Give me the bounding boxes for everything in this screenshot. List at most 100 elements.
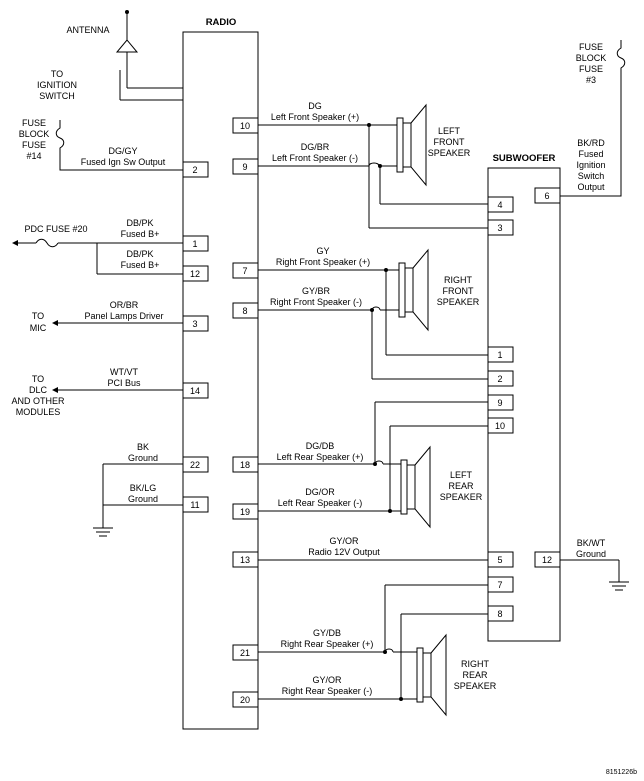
wire-bk-wt-label: BK/WT Ground [576,538,606,559]
svg-text:12: 12 [542,555,552,565]
right-rear-wires [258,584,488,701]
svg-text:5: 5 [497,555,502,565]
svg-text:Fused: Fused [578,149,603,159]
to-dlc-label: TO DLC AND OTHER MODULES [11,374,65,417]
radio-pin-12: 12 [182,265,209,282]
svg-text:3: 3 [192,319,197,329]
svg-text:BK: BK [137,442,149,452]
svg-text:RIGHT: RIGHT [461,659,490,669]
wire-bk-rd-label: BK/RD Fused Ignition Switch Output [576,138,605,192]
svg-text:GY/OR: GY/OR [312,675,342,685]
sub-pin-4: 4 [487,196,514,213]
left-front-speaker-icon [396,103,427,187]
sub-pin-5: 5 [487,551,514,568]
svg-text:LEFT: LEFT [450,470,473,480]
radio-pin-2: 2 [182,161,209,178]
svg-text:DG/BR: DG/BR [301,142,330,152]
svg-text:2: 2 [497,374,502,384]
sub-pin-8: 8 [487,605,514,622]
svg-text:FUSE: FUSE [22,140,46,150]
svg-text:MODULES: MODULES [16,407,61,417]
svg-text:DG: DG [308,101,322,111]
svg-text:BK/LG: BK/LG [130,483,157,493]
svg-text:#14: #14 [26,151,41,161]
svg-text:WT/VT: WT/VT [110,367,138,377]
svg-text:7: 7 [242,266,247,276]
fuse-3-icon [560,40,626,197]
svg-text:7: 7 [497,580,502,590]
svg-text:FUSE: FUSE [22,118,46,128]
svg-text:9: 9 [497,398,502,408]
svg-text:DLC: DLC [29,385,48,395]
wire-gy-label: GY Right Front Speaker (+) [276,246,370,267]
svg-text:22: 22 [190,460,200,470]
svg-text:GY/DB: GY/DB [313,628,341,638]
svg-text:DG/OR: DG/OR [305,487,335,497]
svg-text:20: 20 [240,695,250,705]
svg-text:19: 19 [240,507,250,517]
svg-text:8: 8 [242,306,247,316]
svg-text:OR/BR: OR/BR [110,300,139,310]
ground-wires [102,463,183,528]
svg-text:GY: GY [316,246,329,256]
svg-text:RIGHT: RIGHT [444,275,473,285]
radio-pin-19: 19 [232,503,259,520]
radio-pin-11: 11 [182,496,209,513]
right-rear-speaker-label: RIGHT REAR SPEAKER [454,659,497,691]
sub-pin-1: 1 [487,346,514,363]
svg-text:13: 13 [240,555,250,565]
antenna-icon [115,10,183,89]
sub-pin-10: 10 [487,417,514,434]
wire-db-pk-1-label: DB/PK Fused B+ [121,218,160,239]
sub-pin-12: 12 [534,551,561,568]
radio-pin-20: 20 [232,691,259,708]
radio-pin-8: 8 [232,302,259,319]
svg-text:DB/PK: DB/PK [126,218,153,228]
svg-text:Ground: Ground [128,453,158,463]
svg-text:DB/PK: DB/PK [126,249,153,259]
pdc-fuse-label: PDC FUSE #20 [24,224,87,234]
svg-text:BK/WT: BK/WT [577,538,606,548]
radio-box [182,31,259,730]
svg-text:SPEAKER: SPEAKER [428,148,471,158]
svg-text:REAR: REAR [448,481,474,491]
to-mic-label: TO MIC [30,311,47,333]
svg-text:BLOCK: BLOCK [19,129,50,139]
radio-pin-22: 22 [182,456,209,473]
radio-pin-10: 10 [232,117,259,134]
svg-text:SWITCH: SWITCH [39,91,75,101]
wire-wt-vt-label: WT/VT PCI Bus [107,367,141,388]
left-rear-speaker-icon [400,445,431,529]
svg-text:18: 18 [240,460,250,470]
wire-gy-or-rr-label: GY/OR Right Rear Speaker (-) [282,675,373,696]
radio-pin-7: 7 [232,262,259,279]
right-rear-speaker-icon [416,633,447,717]
svg-text:Ground: Ground [576,549,606,559]
ground-icon-sub [609,581,629,591]
pdc-fuse-icon [12,238,183,275]
svg-text:Left Rear Speaker (-): Left Rear Speaker (-) [278,498,363,508]
svg-text:10: 10 [495,421,505,431]
svg-text:AND OTHER: AND OTHER [11,396,65,406]
svg-text:Right Rear Speaker (-): Right Rear Speaker (-) [282,686,373,696]
dlc-arrow-icon [52,387,58,393]
wire-dg-label: DG Left Front Speaker (+) [271,101,359,122]
wire-gy-or-12v-label: GY/OR Radio 12V Output [308,536,380,557]
svg-text:FRONT: FRONT [434,137,465,147]
svg-text:BK/RD: BK/RD [577,138,605,148]
svg-text:1: 1 [497,350,502,360]
fuse-3-label: FUSE BLOCK FUSE #3 [576,42,607,85]
sub-pin-6: 6 [534,187,561,204]
fuse-14-icon [55,120,183,171]
sub-pin-2: 2 [487,370,514,387]
radio-pin-3: 3 [182,315,209,332]
svg-text:4: 4 [497,200,502,210]
svg-text:Right Front Speaker (+): Right Front Speaker (+) [276,257,370,267]
wire-dg-or-label: DG/OR Left Rear Speaker (-) [278,487,363,508]
svg-text:FRONT: FRONT [443,286,474,296]
sub-pin-7: 7 [487,576,514,593]
svg-text:Right Rear Speaker (+): Right Rear Speaker (+) [281,639,374,649]
svg-text:Output: Output [577,182,605,192]
svg-text:LEFT: LEFT [438,126,461,136]
